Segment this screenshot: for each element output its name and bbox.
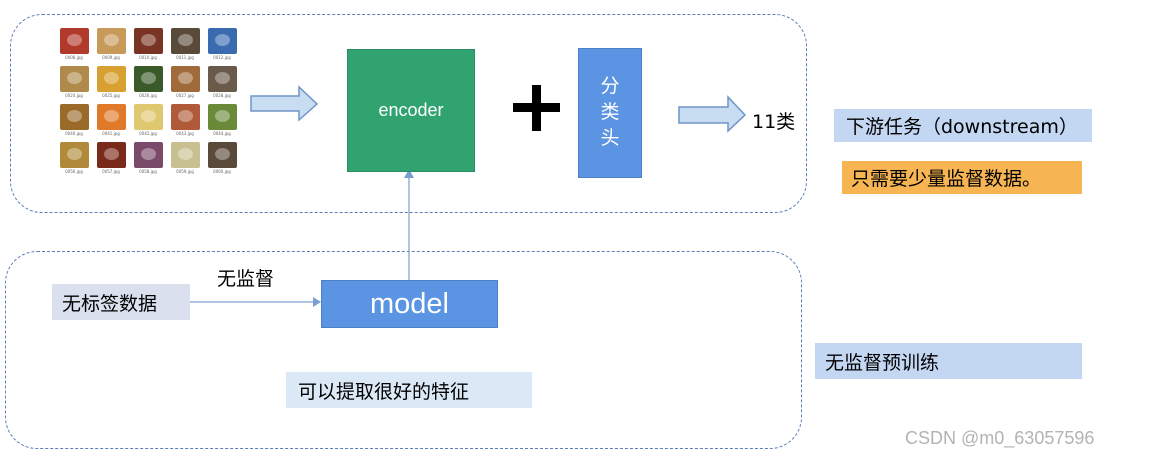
image-filename: 0056.jpg	[65, 169, 83, 174]
input-arrow-icon	[250, 85, 319, 122]
food-image	[171, 28, 200, 54]
image-filename: 0026.jpg	[139, 93, 157, 98]
image-filename: 0060.jpg	[213, 169, 231, 174]
image-filename: 0057.jpg	[102, 169, 120, 174]
food-image	[60, 66, 89, 92]
image-thumbnail: 0009.jpg	[95, 26, 127, 64]
food-image	[208, 66, 237, 92]
food-image	[134, 104, 163, 130]
head-char: 分	[600, 75, 620, 97]
image-thumbnail: 0027.jpg	[169, 64, 201, 102]
food-image	[60, 142, 89, 168]
model-label: model	[370, 287, 449, 320]
image-thumbnail: 0010.jpg	[132, 26, 164, 64]
image-filename: 0024.jpg	[65, 93, 83, 98]
image-thumbnail: 0028.jpg	[206, 64, 238, 102]
food-image	[97, 66, 126, 92]
image-filename: 0012.jpg	[213, 55, 231, 60]
image-filename: 0028.jpg	[213, 93, 231, 98]
head-char: 类	[600, 101, 620, 123]
image-filename: 0011.jpg	[176, 55, 194, 60]
downstream-note-label: 只需要少量监督数据。	[842, 161, 1082, 194]
food-image	[134, 28, 163, 54]
image-thumbnail: 0056.jpg	[58, 140, 90, 178]
image-thumbnail: 0041.jpg	[95, 102, 127, 140]
image-filename: 0025.jpg	[102, 93, 120, 98]
image-filename: 0008.jpg	[65, 55, 83, 60]
food-image	[171, 66, 200, 92]
food-image	[134, 66, 163, 92]
model-block: model	[321, 280, 498, 328]
image-thumbnail: 0044.jpg	[206, 102, 238, 140]
food-image	[97, 104, 126, 130]
pretraining-label: 无监督预训练	[815, 343, 1082, 379]
food-image	[60, 104, 89, 130]
image-thumbnail: 0058.jpg	[132, 140, 164, 178]
image-filename: 0027.jpg	[176, 93, 194, 98]
image-thumbnail-grid: 0008.jpg 0009.jpg 0010.jpg 0011.jpg 0012.jpg…	[58, 26, 240, 178]
watermark: CSDN @m0_63057596	[905, 428, 1095, 448]
data-to-model-arrowhead-icon	[313, 297, 321, 307]
image-filename: 0041.jpg	[102, 131, 120, 136]
classification-head-block: 分 类 头	[578, 48, 642, 178]
unlabeled-data-label: 无标签数据	[52, 284, 190, 320]
image-thumbnail: 0026.jpg	[132, 64, 164, 102]
output-classes-label: 11类	[752, 111, 796, 133]
food-image	[208, 142, 237, 168]
food-image	[97, 28, 126, 54]
image-filename: 0009.jpg	[102, 55, 120, 60]
plus-icon-bar	[513, 103, 560, 112]
image-filename: 0059.jpg	[176, 169, 194, 174]
image-filename: 0042.jpg	[139, 131, 157, 136]
head-char: 头	[600, 127, 620, 149]
image-thumbnail: 0059.jpg	[169, 140, 201, 178]
food-image	[60, 28, 89, 54]
unsupervised-label: 无监督	[217, 268, 275, 290]
encoder-label: encoder	[378, 100, 444, 120]
image-thumbnail: 0008.jpg	[58, 26, 90, 64]
image-thumbnail: 0060.jpg	[206, 140, 238, 178]
image-thumbnail: 0040.jpg	[58, 102, 90, 140]
output-arrow-icon	[678, 95, 747, 133]
image-filename: 0040.jpg	[65, 131, 83, 136]
image-filename: 0058.jpg	[139, 169, 157, 174]
image-thumbnail: 0012.jpg	[206, 26, 238, 64]
image-filename: 0010.jpg	[139, 55, 157, 60]
encoder-block: encoder	[347, 49, 475, 172]
downstream-task-label: 下游任务（downstream）	[834, 109, 1092, 142]
image-thumbnail: 0042.jpg	[132, 102, 164, 140]
image-filename: 0044.jpg	[213, 131, 231, 136]
image-thumbnail: 0024.jpg	[58, 64, 90, 102]
image-thumbnail: 0057.jpg	[95, 140, 127, 178]
feature-extraction-label: 可以提取很好的特征	[286, 372, 532, 408]
model-to-encoder-arrowhead-icon	[404, 169, 414, 178]
food-image	[208, 104, 237, 130]
food-image	[134, 142, 163, 168]
food-image	[208, 28, 237, 54]
image-thumbnail: 0011.jpg	[169, 26, 201, 64]
image-thumbnail: 0025.jpg	[95, 64, 127, 102]
image-filename: 0043.jpg	[176, 131, 194, 136]
image-thumbnail: 0043.jpg	[169, 102, 201, 140]
food-image	[97, 142, 126, 168]
food-image	[171, 104, 200, 130]
pretraining-region	[5, 251, 802, 449]
food-image	[171, 142, 200, 168]
